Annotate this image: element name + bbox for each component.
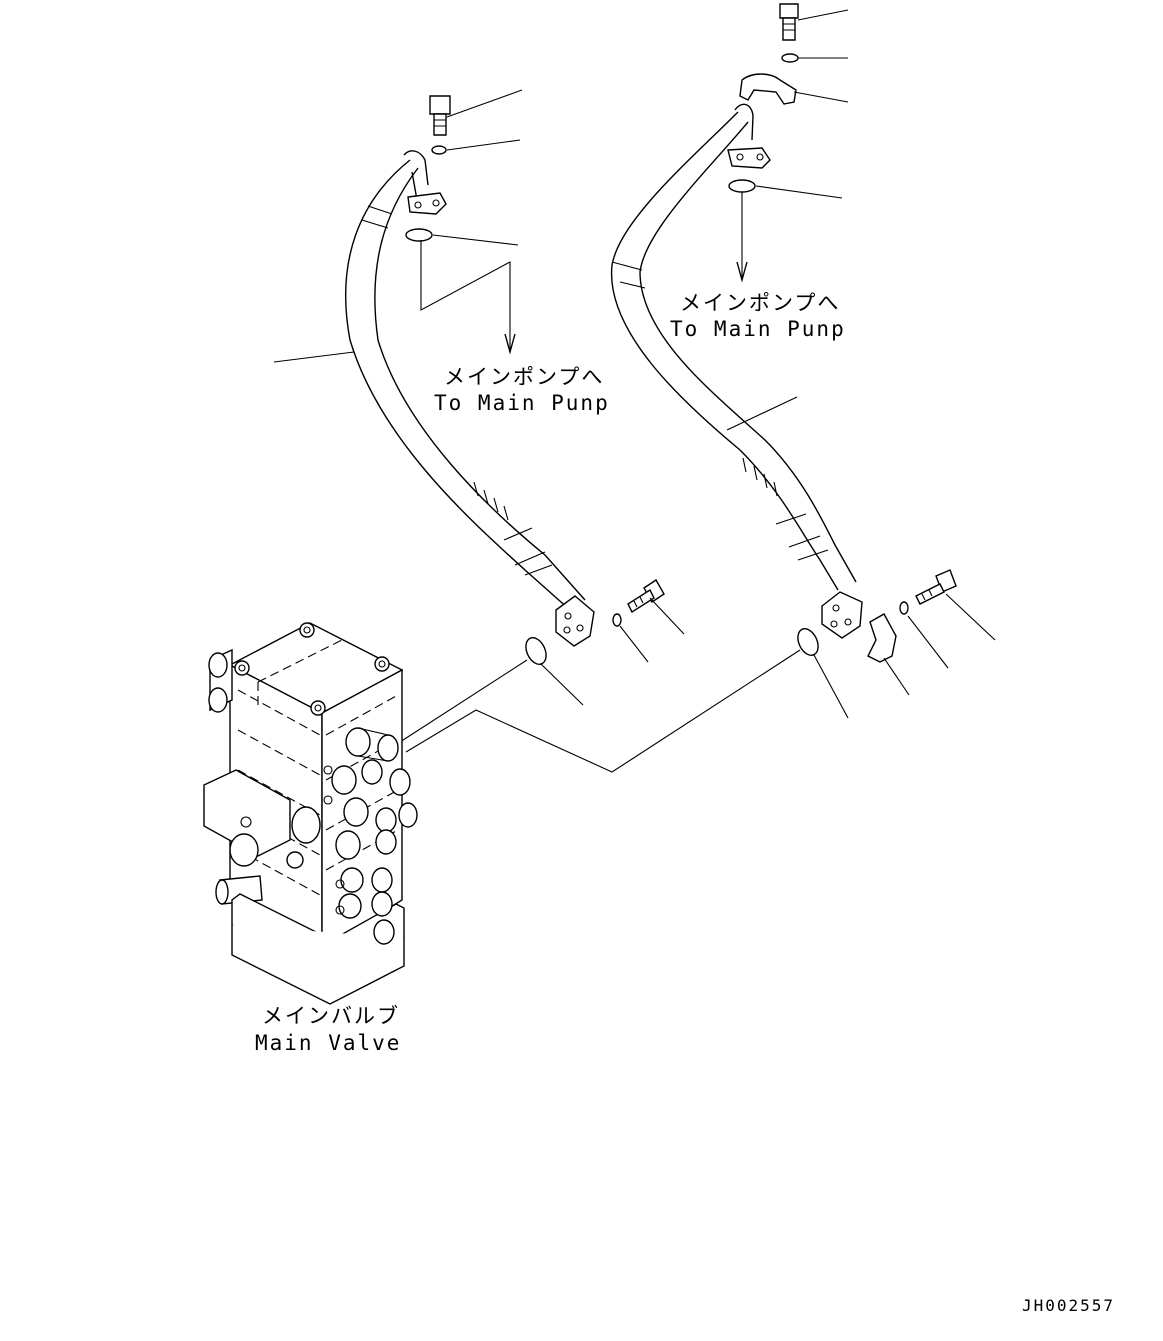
main-pump-left-label-jp: メインポンプへ [444,365,604,389]
right-hose [610,111,839,591]
right-top-oring [728,179,756,193]
right-bottom-flange [821,591,863,639]
right-bottom-split-flange [867,613,897,663]
left-top-oring [405,228,433,242]
right-bottom-washer [899,601,909,615]
right-top-flange [727,147,771,169]
left-hose [344,159,571,611]
connection-line-right [405,649,801,773]
drawing-code: JH002557 [1022,1296,1115,1315]
main-valve [203,622,418,1005]
left-bottom-flange [555,595,595,647]
main-valve-label-jp: メインバルブ [262,1004,400,1028]
left-bottom-bolt [627,579,665,614]
main-valve-label-en: Main Valve [255,1031,401,1055]
left-top-flange [407,192,447,215]
right-top-washer [781,53,799,63]
right-hose-assembly [610,3,996,719]
left-top-bolt [429,95,451,136]
left-hose-assembly [273,89,685,706]
right-bottom-bolt [915,569,957,605]
right-bottom-oring [797,628,819,656]
main-pump-right-label-jp: メインポンプへ [680,291,840,315]
right-top-bolt [779,3,799,41]
left-bottom-oring [525,637,547,665]
left-bottom-washer [612,613,622,627]
main-pump-left-label-en: To Main Punp [434,391,610,415]
main-pump-right-label-en: To Main Punp [670,317,846,341]
valve-spools [323,727,418,945]
connection-line-left [399,659,528,743]
right-top-split-flange [739,73,797,105]
left-top-washer [431,145,447,155]
